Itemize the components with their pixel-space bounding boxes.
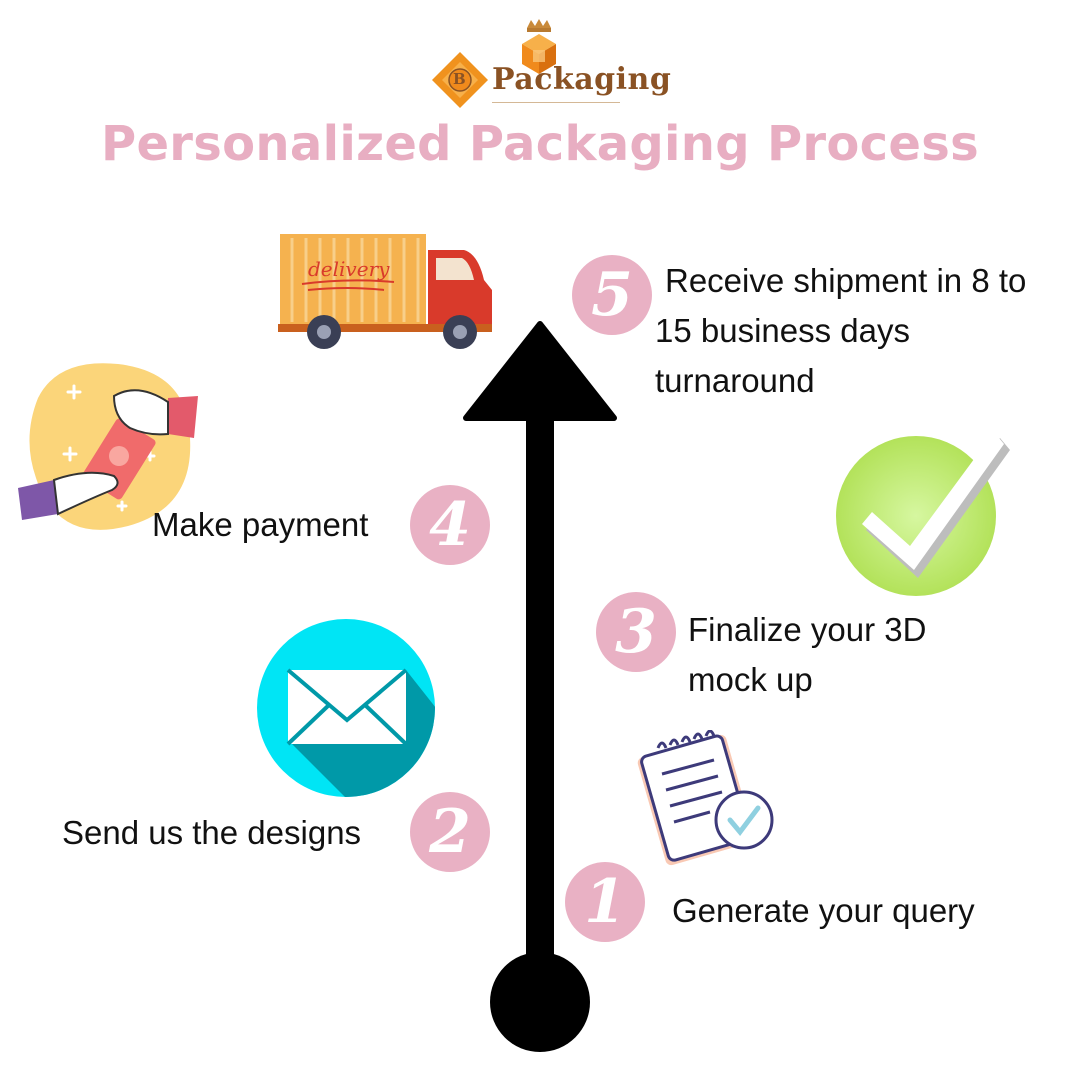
process-arrow — [463, 321, 617, 1052]
brand-logo: B Packaging — [430, 18, 671, 108]
check-mark-icon — [832, 426, 1012, 598]
envelope-icon — [256, 618, 436, 798]
logo-underline — [492, 102, 620, 103]
checklist-clipboard-icon — [632, 729, 782, 868]
step-2-badge: 2 — [410, 792, 490, 872]
arrow-base-dot — [490, 952, 590, 1052]
truck-label: delivery — [308, 257, 390, 281]
step-4-badge: 4 — [410, 485, 490, 565]
page-title: Personalized Packaging Process — [100, 116, 980, 172]
step-3-badge: 3 — [596, 592, 676, 672]
step-2-text: Send us the designs — [62, 814, 362, 851]
arrow-shaft — [526, 416, 554, 1006]
payment-hands-icon — [18, 358, 200, 540]
step-4-text: Make payment — [152, 506, 369, 543]
step-5-text: Receive shipment in 8 to 15 business day… — [655, 262, 1027, 399]
step-3-text: Finalize your 3D mock up — [688, 611, 927, 698]
delivery-truck-icon: delivery — [278, 228, 498, 353]
step-1-text: Generate your query — [672, 892, 975, 929]
step-5-badge: 5 — [572, 255, 652, 335]
step-1-badge: 1 — [565, 862, 645, 942]
logo-wordmark: Packaging — [492, 62, 672, 97]
logo-mark — [432, 19, 556, 108]
logo-letter: B — [453, 70, 466, 88]
